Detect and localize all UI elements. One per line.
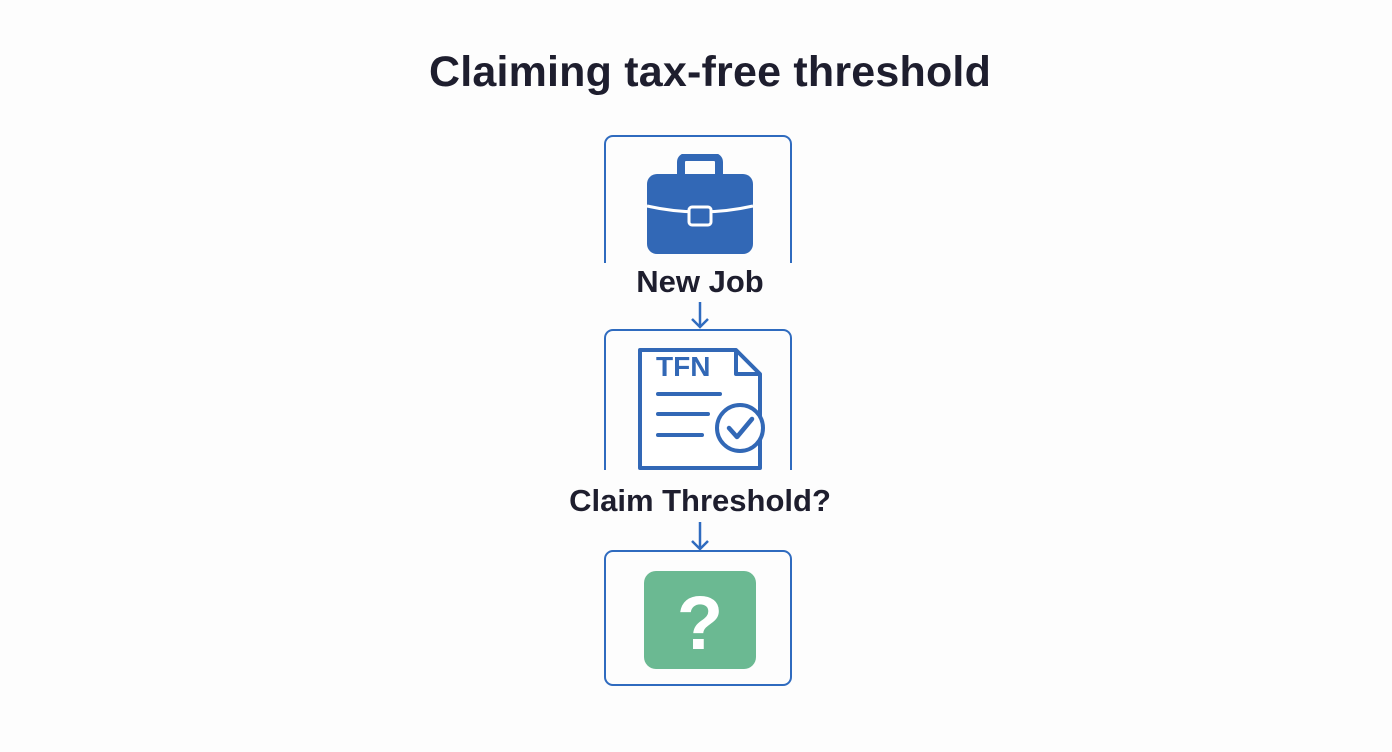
diagram-title: Claiming tax-free threshold <box>428 48 992 96</box>
claim-threshold-label: Claim Threshold? <box>569 483 831 518</box>
question-mark-text: ? <box>677 581 723 666</box>
claim-threshold-box <box>604 329 792 470</box>
arrow-down-icon <box>691 522 709 551</box>
arrow-down-icon <box>691 302 709 329</box>
tfn-icon-text: TFN <box>656 351 710 382</box>
new-job-box <box>604 135 792 263</box>
tfn-document-check-icon: TFN <box>638 348 765 470</box>
decision-box <box>604 550 792 686</box>
new-job-label: New Job <box>636 264 764 299</box>
question-mark-icon: ? <box>644 571 756 669</box>
briefcase-icon <box>646 154 754 254</box>
